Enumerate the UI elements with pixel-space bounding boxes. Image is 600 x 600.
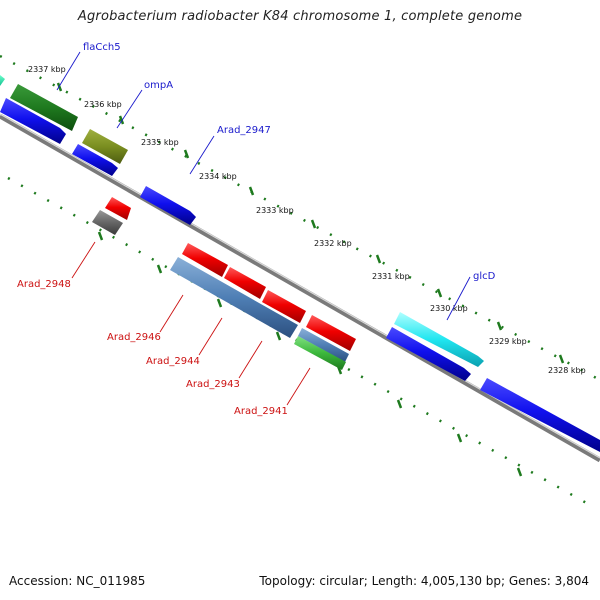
- gene-forward-blue-4: [480, 378, 600, 452]
- reverse-strand-genes: [92, 197, 356, 370]
- tick-label: 2331 kbp: [372, 272, 410, 281]
- label-arad2941: Arad_2941: [234, 406, 288, 417]
- tick-label: 2333 kbp: [256, 206, 294, 215]
- label-arad2944: Arad_2944: [146, 356, 200, 367]
- map-title: Agrobacterium radiobacter K84 chromosome…: [77, 9, 523, 24]
- gene-labels: flaCch5 ompA Arad_2947 glcD Arad_2948 Ar…: [17, 42, 496, 417]
- gene-reverse-red-4: [306, 315, 356, 351]
- genome-summary: Topology: circular; Length: 4,005,130 bp…: [259, 574, 589, 588]
- label-arad2948: Arad_2948: [17, 279, 71, 290]
- gene-arad2948-red: [105, 197, 131, 220]
- tick-label: 2335 kbp: [141, 138, 179, 147]
- gene-forward-blue-3: [386, 327, 471, 381]
- tick-label: 2336 kbp: [84, 100, 122, 109]
- label-flaCch5: flaCch5: [83, 42, 121, 53]
- gene-reverse-red-2: [224, 267, 266, 299]
- gene-glcD: [394, 312, 484, 367]
- gene-ompA: [82, 129, 128, 164]
- gene-arad2941: [294, 336, 346, 370]
- tick-label: 2332 kbp: [314, 239, 352, 248]
- tick-label: 2337 kbp: [28, 65, 66, 74]
- forward-strand-genes: [0, 75, 600, 452]
- tick-label: 2329 kbp: [489, 337, 527, 346]
- accession-text: Accession: NC_011985: [9, 574, 146, 588]
- label-arad2947: Arad_2947: [217, 125, 271, 136]
- gene-forward-blue-1: [0, 98, 66, 144]
- gene-flaCch5: [10, 84, 78, 131]
- label-ompA: ompA: [144, 80, 173, 91]
- major-ticks: [56, 82, 565, 477]
- gene-forward-blue-2: [72, 144, 118, 176]
- gene-teal: [0, 75, 5, 86]
- tick-label: 2330 kbp: [430, 304, 468, 313]
- gene-reverse-red-3: [262, 290, 306, 323]
- gene-reverse-red-1: [182, 243, 228, 277]
- inner-tick-ring: [7, 176, 591, 507]
- label-arad2946: Arad_2946: [107, 332, 161, 343]
- callout-lines: [56, 51, 471, 406]
- tick-label: 2328 kbp: [548, 366, 586, 375]
- tick-labels: 2337 kbp 2336 kbp 2335 kbp 2334 kbp 2333…: [28, 65, 586, 375]
- gene-arad2947: [140, 186, 196, 225]
- gene-arad2946: [170, 257, 298, 338]
- gene-arad2948: [92, 210, 123, 235]
- gene-arad2943: [298, 328, 349, 362]
- label-arad2943: Arad_2943: [186, 379, 240, 390]
- chromosome-backbone: [0, 113, 600, 463]
- tick-label: 2334 kbp: [199, 172, 237, 181]
- label-glcD: glcD: [473, 271, 496, 282]
